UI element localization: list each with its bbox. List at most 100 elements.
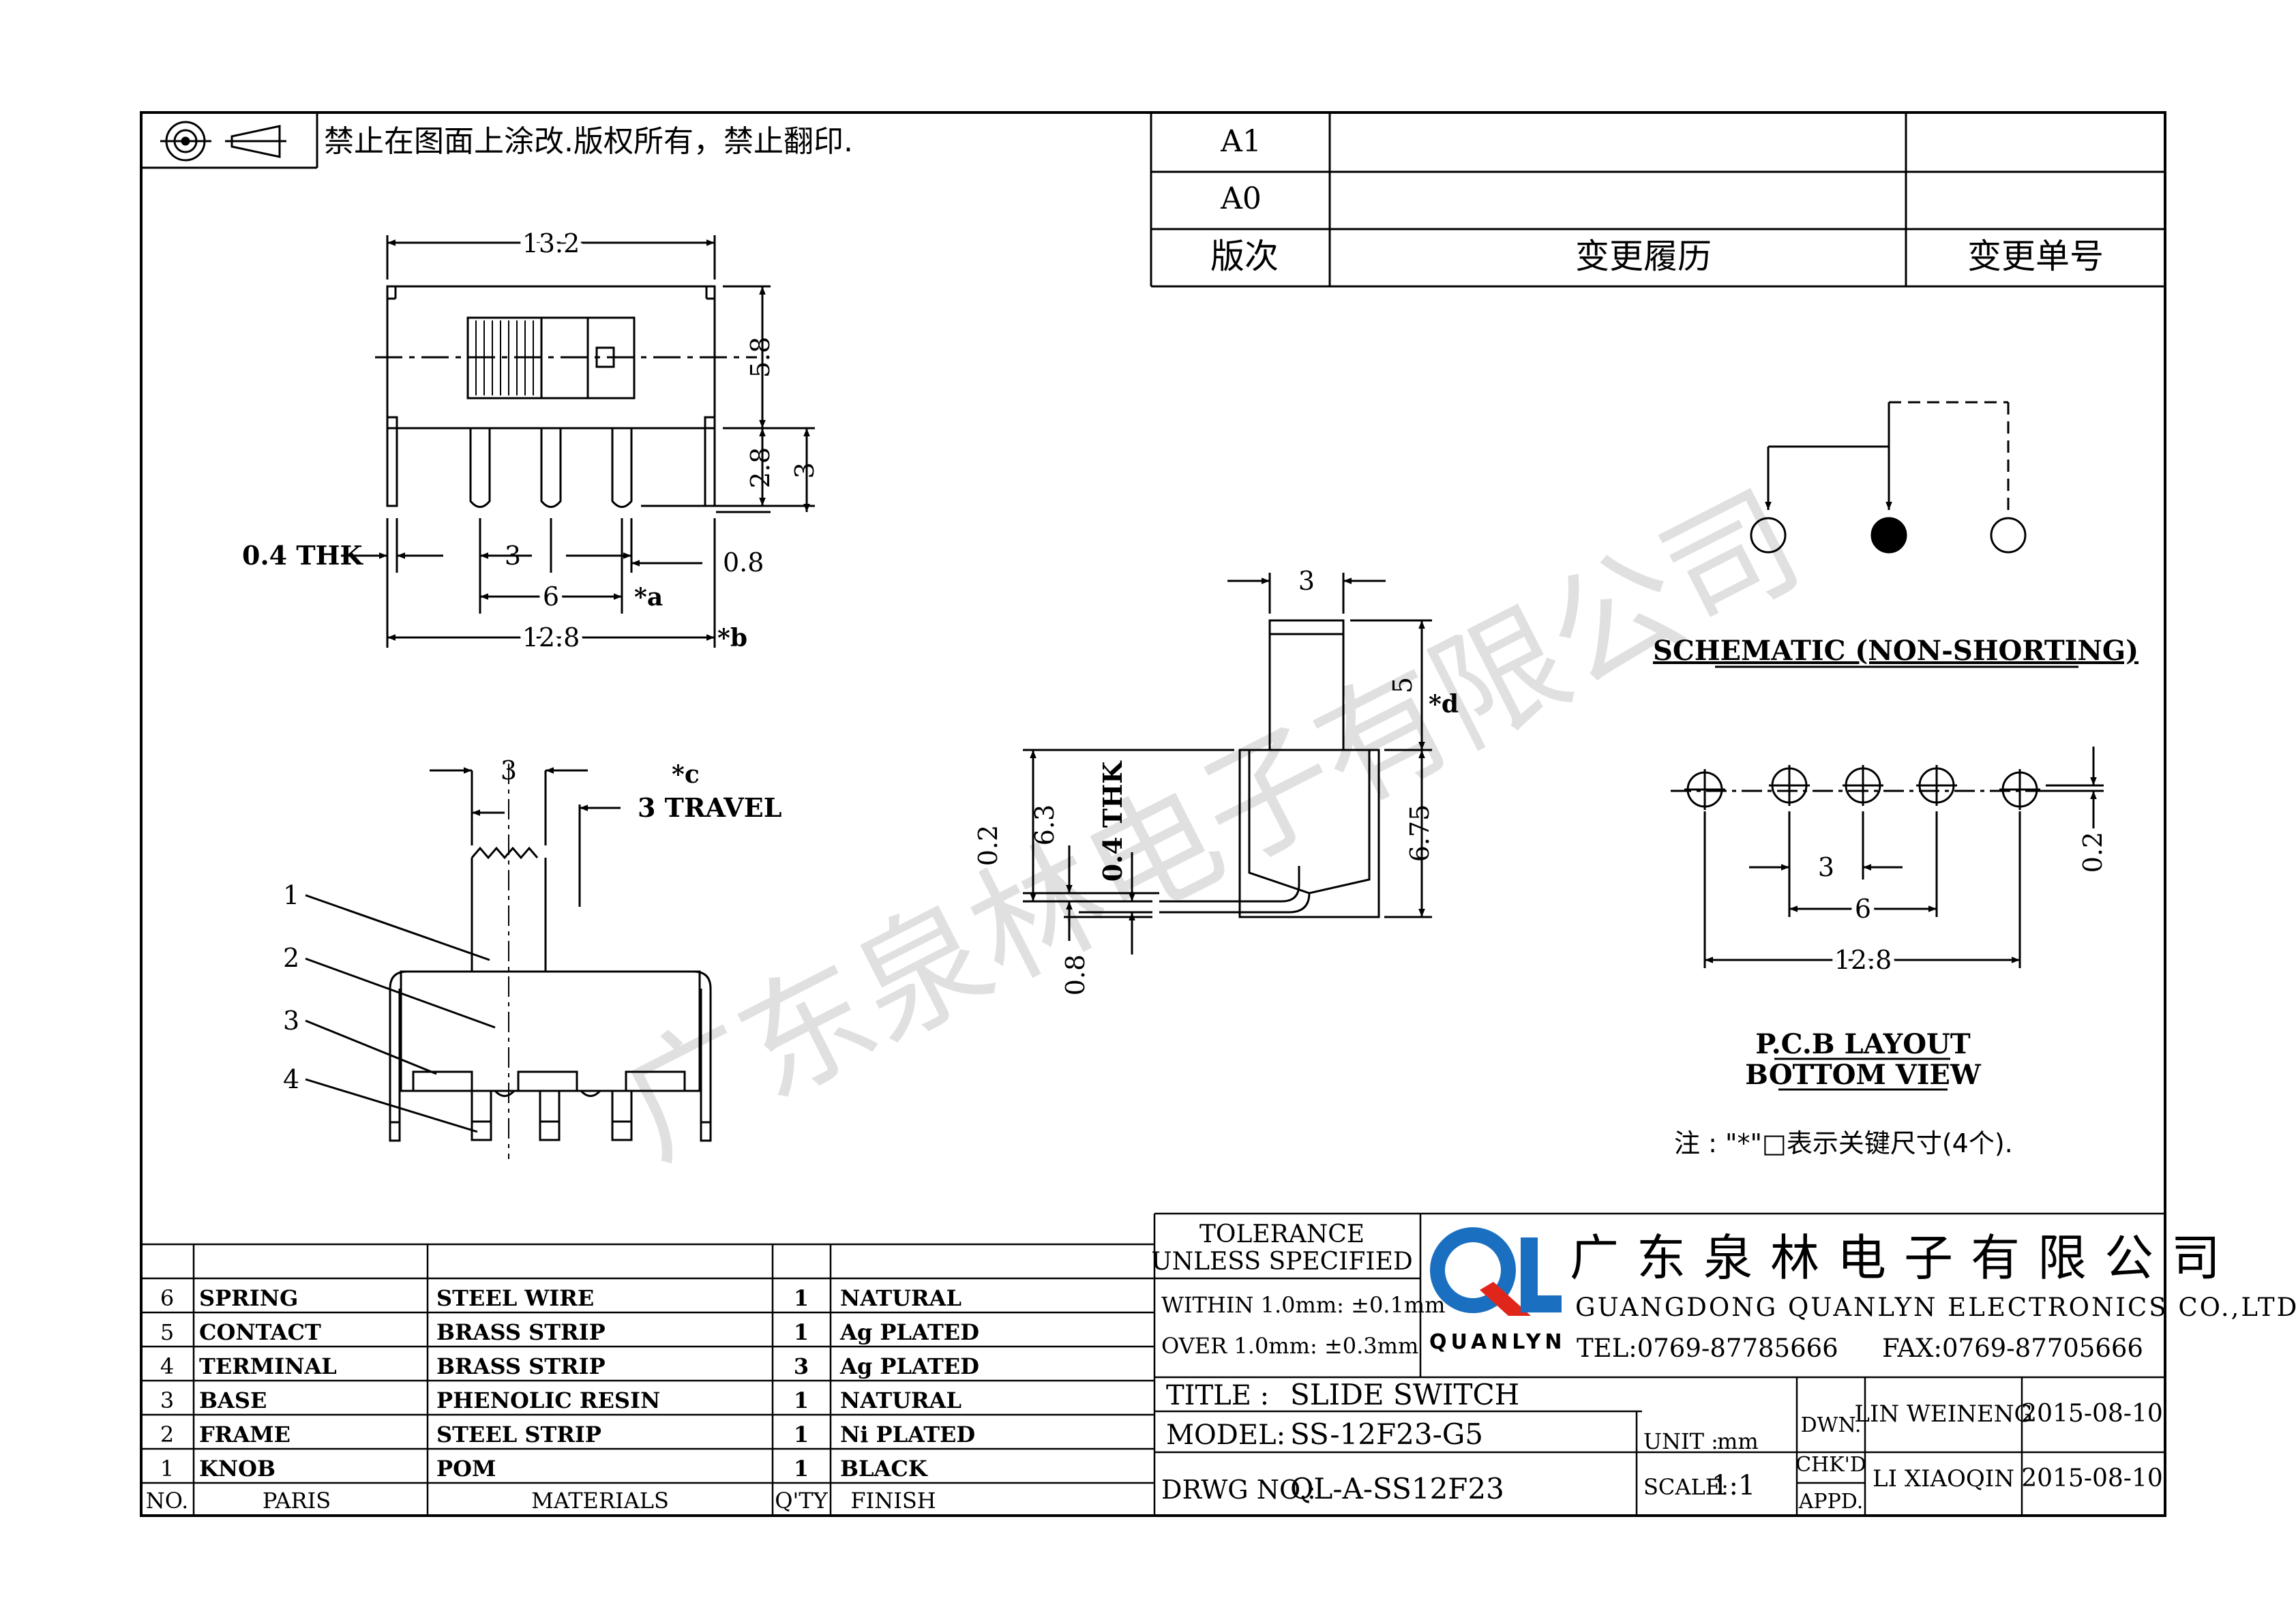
drwg-label: DRWG NO.: [1161,1475,1316,1505]
dim-knob-3: 3 [501,755,517,785]
callout-3: 3 [283,1006,299,1036]
bom-cell-material: STEEL STRIP [436,1422,601,1447]
dim-span-12-8: 12.8 [522,622,580,652]
dim-pin-total-3: 3 [790,462,820,479]
schematic-diagram [1750,401,2027,554]
bom-header-material: MATERIALS [531,1488,669,1514]
bom-cell-material: STEEL WIRE [436,1285,594,1311]
scale-value: 1:1 [1712,1470,1755,1501]
key-dimension-note: 注 : "*"□表示关键尺寸(4个). [1674,1128,2013,1158]
title-label: TITLE : [1166,1380,1269,1411]
dim-pitch-3: 3 [505,541,521,571]
company-logo [1430,1227,1562,1316]
title-value: SLIDE SWITCH [1290,1378,1519,1411]
rev-row-a1: A1 [1220,124,1262,159]
bom-cell-finish: BLACK [840,1456,928,1482]
tolerance-over: OVER 1.0mm: ±0.3mm [1161,1333,1418,1359]
dwn-label: DWN. [1801,1413,1862,1437]
pcb-dim-span-6: 6 [1855,894,1871,924]
bom-cell-finish: Ag PLATED [839,1319,979,1345]
bom-header-qty: Q'TY [775,1488,828,1514]
bom-cell-material: PHENOLIC RESIN [436,1387,660,1413]
rev-header-number: 变更单号 [1967,237,2104,276]
dim-height-0-8: 0.8 [1060,955,1090,995]
dwn-date: 2015-08-10 [2021,1400,2163,1428]
dim-height-5-8: 5.8 [745,337,775,378]
bom-cell-qty: 3 [794,1353,809,1379]
unit-label: UNIT : [1643,1428,1718,1454]
bom-cell-finish: Ag PLATED [839,1353,979,1379]
tolerance-subtitle: UNLESS SPECIFIED [1151,1248,1412,1276]
bom-table [141,1214,1156,1516]
title-block [1154,1212,2165,1516]
bom-cell-material: BRASS STRIP [436,1353,606,1379]
bom-cell-part: SPRING [199,1285,298,1311]
pcb-dim-pitch-3: 3 [1818,852,1834,882]
bom-cell-qty: 1 [794,1387,809,1413]
pcb-layout [1671,747,2104,968]
dim-knob-width-3: 3 [1298,566,1315,596]
revision-table [1150,112,2165,288]
bom-cell-qty: 1 [794,1285,809,1311]
bom-cell-no: 5 [160,1319,174,1345]
bom-cell-part: FRAME [199,1422,290,1447]
model-value: SS-12F23-G5 [1290,1417,1483,1451]
dim-side-thk: 0.4 THK [1097,760,1128,882]
unit-value: mm [1717,1428,1759,1454]
dim-key-d: *d [1429,690,1459,719]
dim-height-6-3: 6.3 [1030,805,1060,845]
company-name-en: GUANGDONG QUANLYN ELECTRONICS CO.,LTD. [1575,1293,2296,1322]
side-view [1023,573,1432,955]
dim-travel: 3 TRAVEL [638,792,781,823]
logo-wordmark: QUANLYN [1429,1330,1566,1354]
dim-span-6: 6 [543,582,559,612]
dim-height-6-75: 6.75 [1405,805,1435,862]
pcb-dim-offset-0-2: 0.2 [2078,832,2108,873]
model-label: MODEL: [1166,1420,1285,1451]
pcb-title: P.C.B LAYOUT [1755,1028,1971,1060]
sheet-border [140,111,2166,1517]
dim-key-c: *c [672,760,700,789]
dim-width-13-2: 13.2 [522,228,580,258]
dim-thk-0-4: 0.4 THK [242,540,364,571]
chk-date: 2015-08-10 [2021,1465,2163,1492]
bom-cell-no: 3 [160,1387,174,1413]
pcb-subtitle: BOTTOM VIEW [1745,1059,1982,1091]
watermark: 广东泉林电子有限公司 [600,464,1823,1187]
schematic-title: SCHEMATIC (NON-SHORTING) [1653,635,2138,667]
bom-cell-no: 4 [160,1353,174,1379]
callout-2: 2 [283,943,299,973]
callout-4: 4 [283,1064,299,1094]
projection-symbol [141,112,318,169]
rev-header-version: 版次 [1210,237,1279,276]
bom-cell-part: TERMINAL [199,1353,337,1379]
chk-name: LI XIAOQIN [1873,1465,2014,1492]
drwg-value: QL-A-SS12F23 [1290,1472,1504,1505]
callout-1: 1 [283,880,299,910]
appd-label: APPD. [1798,1490,1864,1514]
bom-header-finish: FINISH [850,1488,936,1514]
bom-cell-qty: 1 [794,1319,809,1345]
bom-cell-part: KNOB [199,1456,275,1482]
bom-header-no: NO. [146,1488,189,1514]
bom-cell-finish: NATURAL [840,1387,961,1413]
bom-cell-part: CONTACT [199,1319,321,1345]
company-name-cn: 广东泉林电子有限公司 [1570,1229,2238,1287]
tolerance-within: WITHIN 1.0mm: ±0.1mm [1161,1292,1446,1318]
dim-key-b: *b [717,624,747,652]
bom-cell-no: 1 [160,1456,174,1482]
dim-pin-2-8: 2.8 [745,447,775,488]
rev-header-history: 变更履历 [1575,237,1712,276]
dim-height-0-2: 0.2 [973,825,1003,866]
bom-cell-no: 2 [160,1422,174,1447]
bom-cell-qty: 1 [794,1456,809,1482]
dim-knob-height-5: 5 [1388,677,1418,693]
bom-header-part: PARIS [263,1488,331,1514]
dim-pin-width-0-8: 0.8 [723,547,764,577]
bom-cell-finish: NATURAL [840,1285,961,1311]
notice-text: 禁止在图面上涂改.版权所有，禁止翻印. [324,124,853,159]
bom-cell-qty: 1 [794,1422,809,1447]
pcb-dim-span-12-8: 12.8 [1834,945,1892,975]
